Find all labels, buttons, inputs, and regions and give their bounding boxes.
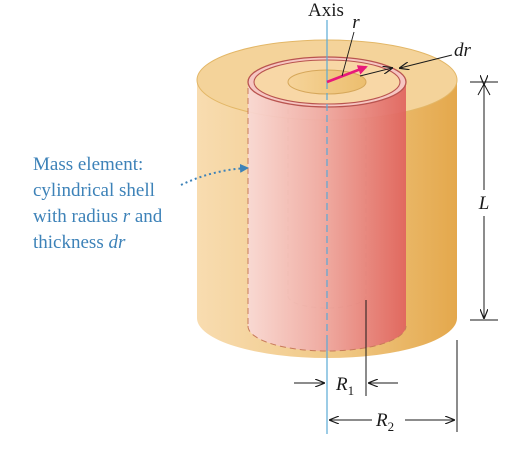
r-label: r: [352, 12, 360, 33]
thickness-arrows: [359, 54, 453, 77]
dr-label: dr: [454, 40, 472, 61]
length-dimension: [470, 82, 498, 321]
callout-line-2: cylindrical shell: [33, 180, 155, 201]
r1-dimension: [294, 300, 398, 396]
R1-label: R1: [335, 374, 354, 398]
mass-element-callout: [180, 163, 249, 186]
r2-dimension: [330, 340, 458, 432]
radius-arrow: [326, 31, 368, 84]
callout-line-1: Mass element:: [33, 154, 143, 175]
L-label: L: [478, 193, 490, 214]
R2-label: R2: [375, 410, 394, 434]
axis-label: Axis: [308, 0, 344, 21]
callout-line-3: with radius r and: [33, 206, 163, 227]
callout-line-4: thickness dr: [33, 232, 126, 253]
